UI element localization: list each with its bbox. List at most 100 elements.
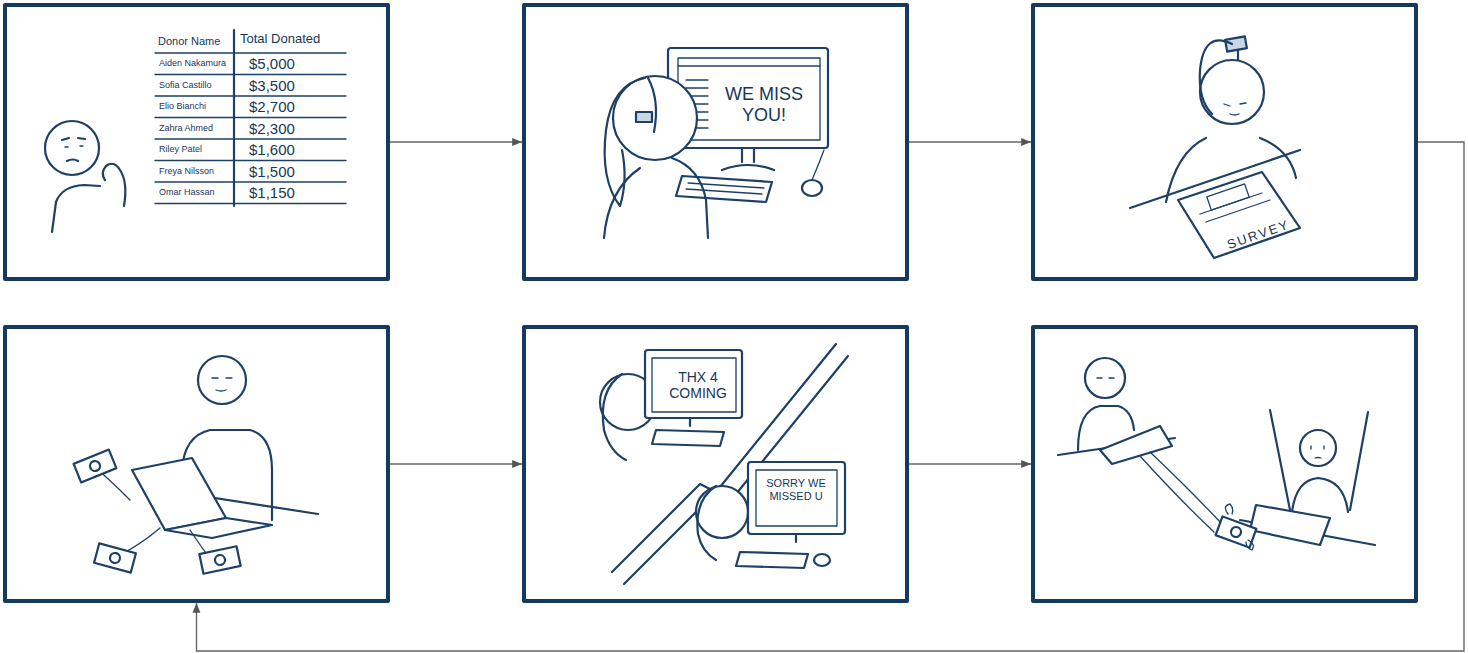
table-cell: Sofia Castillo (159, 81, 212, 90)
donor-table-lines (155, 30, 346, 206)
thinking-person-part (62, 138, 85, 140)
computer-woman-part (613, 76, 697, 160)
survey-woman-part (1237, 50, 1239, 60)
money-transfer (1058, 358, 1375, 550)
money-transfer-part (1311, 446, 1324, 458)
laptop-man-part-part (109, 552, 121, 564)
thinking-person-part (45, 121, 99, 175)
story-panel (3, 325, 390, 603)
donor-table-lines-part (155, 52, 346, 53)
split-screens (600, 344, 848, 584)
laptop-man-part (74, 450, 117, 483)
table-cell: Freya Nilsson (159, 167, 214, 176)
laptop-man (74, 356, 318, 574)
money-transfer-part (1225, 504, 1253, 550)
story-panel: WE MISS YOU! (522, 3, 909, 281)
screen-text: WE MISS YOU! (714, 84, 814, 125)
donor-table-lines-part (155, 160, 346, 161)
table-cell: $1,600 (249, 142, 295, 157)
money-transfer-part (1300, 430, 1336, 466)
money-transfer-part-part (1230, 526, 1243, 539)
split-screens-part (696, 486, 748, 538)
survey-woman-part (1200, 193, 1270, 222)
survey-woman-part (1224, 103, 1246, 115)
donor-table-lines-part (155, 203, 346, 204)
thinking-person-part (52, 185, 100, 232)
thinking-person-part (67, 160, 78, 162)
money-transfer-part (1100, 426, 1172, 464)
split-screens-part (697, 486, 716, 560)
table-header: Donor Name (158, 36, 220, 47)
computer-woman-part (636, 112, 652, 122)
computer-woman-part (604, 158, 708, 238)
survey-woman-part (1207, 184, 1249, 210)
flow-arrow (390, 463, 522, 464)
donor-table-lines-part (155, 117, 346, 118)
laptop-man-part-part (88, 459, 101, 472)
split-screens-part (612, 344, 836, 572)
story-panel: THX 4 COMING SORRY WE MISSED U (522, 325, 909, 603)
survey-woman (1130, 36, 1300, 258)
split-screens-part (748, 462, 845, 534)
money-transfer-part (1270, 410, 1368, 510)
table-cell: $3,500 (249, 78, 295, 93)
split-screens-part (645, 350, 742, 418)
split-screens-part (603, 374, 626, 460)
computer-woman-part (678, 65, 820, 66)
computer-woman-part (722, 165, 774, 170)
table-cell: $2,700 (249, 99, 295, 114)
computer-woman-part (676, 176, 772, 202)
laptop-man-part (98, 470, 208, 556)
computer-woman-part (812, 150, 824, 180)
survey-woman-part (1225, 36, 1247, 51)
screen-text: THX 4 COMING (662, 369, 734, 401)
computer-woman-part (742, 148, 754, 162)
survey-woman-part (1200, 40, 1232, 114)
table-cell: $2,300 (249, 121, 295, 136)
laptop-man-part (212, 378, 232, 391)
laptop-man-part (165, 518, 272, 538)
computer-woman-part (802, 180, 822, 196)
computer-woman-part (686, 183, 764, 194)
split-screens-part (652, 430, 724, 446)
story-panel: SURVEY (1031, 3, 1418, 281)
money-transfer-part (1250, 505, 1330, 545)
money-transfer-part (1085, 358, 1125, 398)
donor-table-lines-part (155, 74, 346, 75)
split-screens-part (689, 418, 691, 426)
story-panel (1031, 325, 1418, 603)
flow-arrow (390, 141, 522, 142)
money-transfer-part (1097, 377, 1114, 378)
computer-woman (604, 48, 828, 238)
laptop-man-part-part (214, 554, 226, 566)
table-cell: Zahra Ahmed (159, 124, 213, 133)
table-cell: $1,150 (249, 185, 295, 200)
laptop-man-part-part (74, 450, 117, 483)
thinking-person-part (65, 146, 83, 147)
laptop-man-part (132, 458, 226, 530)
money-transfer-part-part (1216, 516, 1257, 547)
survey-woman-part (1178, 172, 1300, 258)
thinking-person (45, 121, 125, 232)
table-header: Total Donated (240, 32, 320, 45)
laptop-man-part (94, 543, 136, 572)
table-cell: Riley Patel (159, 145, 202, 154)
money-transfer-part (1216, 516, 1257, 547)
laptop-man-part-part (199, 546, 240, 573)
laptop-man-part-part (94, 543, 136, 572)
split-screens-part (652, 358, 736, 412)
split-screens-part (795, 534, 797, 542)
flow-arrow (909, 463, 1031, 464)
money-transfer-part (1140, 452, 1222, 532)
donor-table-lines-part (155, 138, 346, 139)
donor-table-lines-part (155, 95, 346, 96)
computer-woman-part (605, 78, 645, 206)
table-cell: $1,500 (249, 164, 295, 179)
screen-text: SORRY WE MISSED U (757, 477, 835, 502)
laptop-man-part (199, 546, 240, 573)
split-screens-part (814, 554, 830, 566)
table-cell: Elio Bianchi (159, 102, 206, 111)
table-cell: Aiden Nakamura (159, 59, 226, 68)
screen-text: SURVEY (1225, 218, 1290, 253)
